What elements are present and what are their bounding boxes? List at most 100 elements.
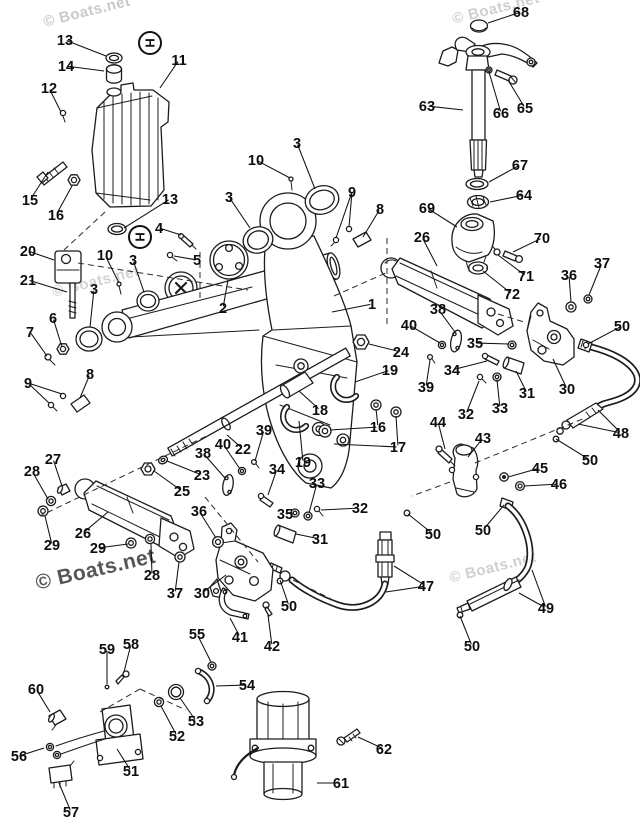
callout-leader-line [150, 543, 153, 574]
callout-number: 48 [613, 426, 629, 442]
callout-number: 19 [295, 455, 311, 471]
washer-33c [303, 511, 313, 521]
callout-number: 53 [188, 714, 204, 730]
callout-number: 17 [390, 440, 406, 456]
callout-leader-line [287, 512, 294, 515]
callout-number: 49 [538, 601, 554, 617]
callout-leader-line [30, 171, 49, 199]
callout-44: 44 [430, 415, 446, 450]
callout-leader-line [160, 705, 177, 735]
callout-28: 28 [24, 464, 49, 500]
callout-leader-line [173, 255, 196, 261]
nut-35b [507, 340, 517, 350]
lubricant-symbol-icon: H [128, 225, 152, 249]
callout-number: 3 [225, 190, 233, 206]
callout-leader-line [552, 358, 567, 388]
callout-number: 50 [582, 453, 598, 469]
callout-leader-line [99, 543, 129, 549]
callout-number: 60 [28, 682, 44, 698]
clip-50f [456, 611, 464, 619]
callout-number: 30 [194, 586, 210, 602]
callout-number: 20 [20, 244, 36, 260]
callout-leader-line [467, 439, 483, 458]
callout-leader-line [507, 467, 539, 478]
callout-leader-line [123, 199, 169, 229]
callout-3: 3 [225, 190, 251, 229]
callout-30: 30 [552, 358, 575, 398]
callout-6: 6 [49, 311, 63, 348]
callout-number: 29 [90, 541, 106, 557]
callout-number: 24 [393, 345, 409, 361]
callout-number: 1 [368, 297, 376, 313]
hydraulic-hose-48 [552, 338, 640, 443]
callout-number: 50 [614, 319, 630, 335]
callout-leader-line [531, 569, 546, 607]
callout-26: 26 [75, 511, 109, 542]
callout-48: 48 [577, 409, 629, 442]
callout-72: 72 [482, 270, 520, 303]
callout-16: 16 [329, 408, 386, 436]
callout-leader-line [229, 198, 251, 229]
swivel-shaft-assembly [438, 19, 538, 275]
callout-52: 52 [160, 705, 185, 745]
stern-bracket [44, 176, 372, 489]
callout-67: 67 [488, 158, 528, 183]
callout-leader-line [174, 561, 180, 592]
callout-leader-line [407, 513, 432, 534]
callout-leader-line [179, 697, 196, 720]
callout-number: 50 [281, 599, 297, 615]
callout-50: 50 [475, 504, 505, 539]
callout-leader-line [512, 238, 541, 253]
callout-leader-line [489, 194, 523, 203]
pin-71 [493, 248, 501, 256]
callout-number: 31 [519, 386, 535, 402]
callout-leader-line [385, 585, 425, 593]
callout-51: 51 [116, 748, 139, 780]
callout-leader-line [507, 79, 525, 107]
pin-8a [70, 394, 91, 413]
callout-number: 55 [189, 627, 205, 643]
callout-3: 3 [293, 136, 316, 190]
nut-55 [207, 661, 217, 671]
callout-number: 5 [193, 253, 201, 269]
screw-32c [313, 505, 321, 513]
callout-leader-line [30, 333, 48, 357]
callout-number: 14 [58, 59, 74, 75]
callout-17: 17 [333, 415, 406, 456]
washer-17b [390, 406, 402, 418]
callout-leader-line [333, 443, 397, 448]
callout-number: 4 [155, 221, 163, 237]
callout-50: 50 [587, 319, 630, 345]
callout-number: 12 [41, 81, 57, 97]
callout-60: 60 [28, 682, 51, 713]
nut-17c [336, 433, 350, 447]
callout-number: 22 [235, 442, 251, 458]
callout-number: 72 [504, 287, 520, 303]
callout-15: 15 [22, 171, 49, 209]
callout-leader-line [160, 228, 182, 236]
callout-leader-line [354, 370, 389, 383]
callout-number: 63 [419, 99, 435, 115]
callout-49: 49 [518, 569, 554, 617]
callout-leader-line [89, 290, 95, 328]
upper-trim-cylinder [380, 257, 514, 364]
lower-trim-cylinder [37, 478, 195, 559]
callout-leader-line [226, 434, 242, 449]
callout-leader-line [223, 445, 241, 470]
callout-3: 3 [89, 282, 98, 328]
ring-3a [304, 185, 340, 215]
svg-text:H: H [133, 232, 148, 241]
screw-12 [59, 109, 67, 117]
clip-50a [582, 341, 590, 349]
callout-37: 37 [588, 256, 610, 296]
callout-number: 65 [517, 101, 533, 117]
callout-number: 71 [518, 269, 534, 285]
callout-13: 13 [123, 192, 178, 229]
washer-16b [370, 399, 382, 411]
assembly-dashed-lines [39, 211, 586, 713]
callout-leader-line [496, 379, 501, 407]
callout-50: 50 [407, 513, 441, 543]
callout-number: 3 [129, 253, 137, 269]
callout-leader-line [466, 380, 480, 413]
